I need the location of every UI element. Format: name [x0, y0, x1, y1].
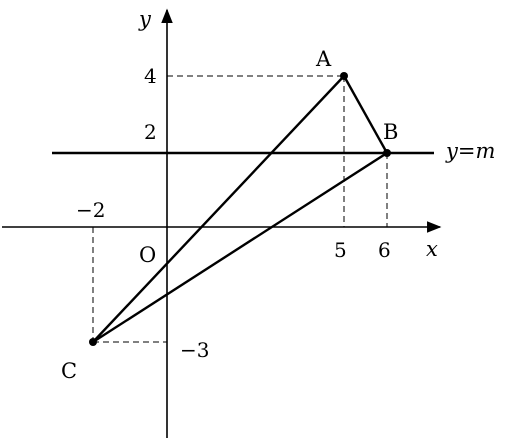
origin-label: O — [139, 243, 156, 267]
y-axis-label: y — [138, 7, 152, 31]
tick-label-x-5: 5 — [334, 238, 347, 262]
x-axis-label: x — [426, 237, 438, 261]
point-a-label: A — [315, 47, 332, 71]
tick-label-y-2: 2 — [144, 120, 157, 144]
point-c-label: C — [61, 359, 77, 383]
triangle-abc — [92, 75, 389, 344]
segment-ab — [342, 75, 389, 154]
tick-label-x-6: 6 — [378, 238, 391, 262]
segment-ac — [92, 75, 345, 343]
dashed-guides — [92, 75, 388, 343]
line-label-y-equals-m: y=m — [445, 139, 495, 163]
point-c — [89, 338, 97, 346]
point-b-label: B — [383, 120, 398, 144]
tick-label-y-neg3: −3 — [180, 338, 209, 362]
tick-label-x-neg2: −2 — [76, 198, 105, 222]
tick-label-y-4: 4 — [144, 64, 157, 88]
segment-bc — [92, 151, 388, 344]
point-a — [340, 72, 348, 80]
point-b — [383, 149, 391, 157]
